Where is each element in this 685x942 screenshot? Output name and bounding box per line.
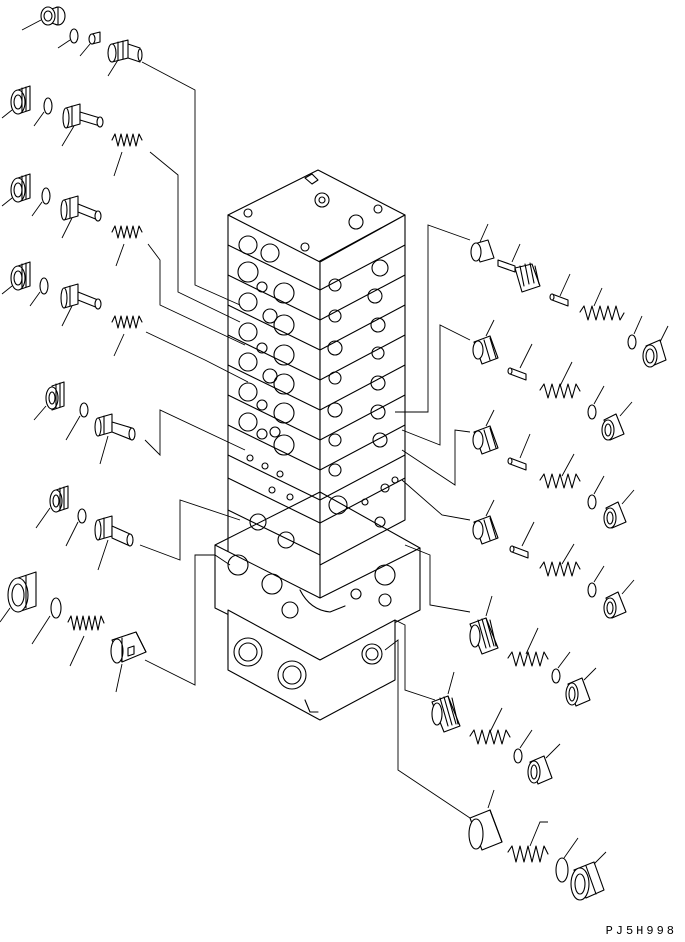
check-poppet-icon xyxy=(79,31,101,57)
pin-icon xyxy=(507,433,531,471)
o-ring-icon xyxy=(65,508,87,547)
spring-icon xyxy=(507,627,549,667)
relief-valve-icon xyxy=(469,595,499,655)
parts-group-left-2 xyxy=(1,85,143,177)
check-valve-icon xyxy=(472,499,499,545)
large-plug-icon xyxy=(570,851,607,901)
spool-icon xyxy=(497,243,541,293)
large-plug-icon xyxy=(0,571,37,623)
spring-icon xyxy=(111,133,143,177)
parts-group-left-4 xyxy=(1,261,143,357)
o-ring-icon xyxy=(513,729,533,764)
poppet-piston-icon xyxy=(61,103,104,147)
plug-icon xyxy=(603,489,635,529)
o-ring-icon xyxy=(551,651,571,684)
plug-icon xyxy=(1,173,31,207)
plug-icon xyxy=(35,485,69,529)
plug-icon xyxy=(1,85,31,119)
spring-icon xyxy=(539,453,581,489)
plug-icon xyxy=(21,6,66,31)
o-ring-icon xyxy=(31,597,62,645)
spring-icon xyxy=(507,821,549,863)
poppet-piston-icon xyxy=(94,515,134,571)
parts-group-right-1 xyxy=(470,223,669,368)
o-ring-icon xyxy=(57,28,79,49)
parts-group-right-4 xyxy=(472,499,635,619)
drawing-code: PJ5H998 xyxy=(605,924,677,938)
o-ring-icon xyxy=(587,475,605,510)
spool-bores xyxy=(237,235,295,549)
spring-icon xyxy=(111,315,143,357)
sleeve-icon xyxy=(110,631,147,693)
parts-group-left-6 xyxy=(35,485,134,571)
o-ring-icon xyxy=(65,402,89,441)
poppet-piston-icon xyxy=(94,413,136,465)
parts-group-left-7 xyxy=(0,571,147,693)
spring-icon xyxy=(111,225,143,267)
spring-icon xyxy=(539,543,581,577)
plug-icon xyxy=(33,381,65,421)
relief-valve-icon xyxy=(431,671,461,733)
parts-group-right-5 xyxy=(469,595,597,707)
parts-group-left-3 xyxy=(1,173,143,267)
o-ring-icon xyxy=(33,97,53,127)
spring-icon xyxy=(469,707,511,745)
plug-icon xyxy=(527,743,561,785)
parts-group-right-3 xyxy=(472,409,635,529)
parts-group-left-1 xyxy=(21,6,143,77)
sleeve-icon xyxy=(468,789,503,851)
parts-group-left-5 xyxy=(33,381,136,465)
sleeve-icon xyxy=(470,223,495,263)
plug-icon xyxy=(1,261,31,295)
pin-icon xyxy=(507,343,533,381)
o-ring-icon xyxy=(31,187,51,217)
o-ring-icon xyxy=(587,385,605,420)
control-valve-body xyxy=(214,169,421,721)
spring-icon xyxy=(67,615,105,667)
valve-seat-icon xyxy=(107,39,143,77)
spring-icon xyxy=(579,287,625,321)
pin-icon xyxy=(509,521,535,559)
check-valve-icon xyxy=(472,409,499,455)
o-ring-icon xyxy=(627,315,643,350)
parts-group-right-7 xyxy=(468,789,607,901)
o-ring-icon xyxy=(587,565,605,598)
plug-icon xyxy=(601,401,633,441)
pin-icon xyxy=(549,273,571,307)
o-ring-icon xyxy=(555,837,579,883)
parts-group-right-2 xyxy=(472,319,633,441)
o-ring-icon xyxy=(29,277,49,307)
poppet-piston-icon xyxy=(60,195,102,239)
leader-lines xyxy=(139,61,471,819)
poppet-piston-icon xyxy=(60,283,102,327)
plug-icon xyxy=(565,667,597,707)
check-valve-icon xyxy=(472,319,499,365)
parts-group-right-6 xyxy=(431,671,561,785)
plug-icon xyxy=(603,579,635,619)
spring-icon xyxy=(539,361,581,399)
plug-icon xyxy=(642,325,669,368)
side-ports xyxy=(327,259,399,528)
